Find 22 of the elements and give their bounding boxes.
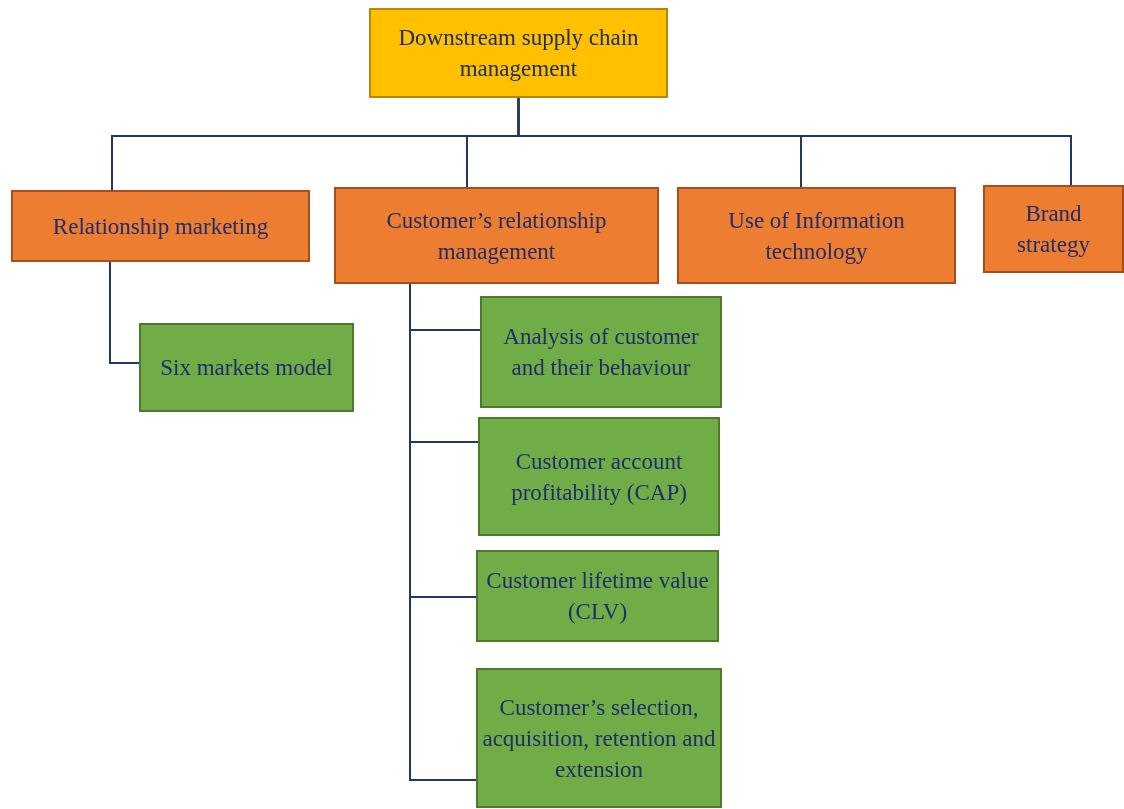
process-box bbox=[478, 417, 720, 536]
box-label: Use of Information technology bbox=[727, 206, 906, 266]
process-box bbox=[476, 668, 722, 808]
process-box bbox=[480, 296, 722, 408]
box-label: Analysis of customer and their behaviour bbox=[502, 323, 700, 382]
box-label: Brand strategy bbox=[1016, 200, 1091, 259]
connector-line bbox=[109, 261, 140, 364]
box-label: Customer’s relationship management bbox=[385, 206, 608, 266]
box-label: Relationship marketing bbox=[52, 212, 269, 241]
box-label: Customer’s selection, acquisition, retention and extension bbox=[482, 693, 716, 784]
box-label: Downstream supply chain management bbox=[397, 24, 640, 83]
box-label: Customer lifetime value (CLV) bbox=[485, 567, 710, 626]
connector-line bbox=[517, 97, 1072, 186]
box-label: Six markets model bbox=[160, 354, 333, 382]
process-box bbox=[11, 190, 310, 262]
process-box bbox=[677, 187, 956, 284]
process-box bbox=[369, 8, 668, 98]
process-box bbox=[139, 323, 354, 412]
process-box bbox=[476, 550, 719, 642]
process-box bbox=[334, 187, 659, 284]
process-box bbox=[983, 185, 1124, 273]
box-label: Customer account profitability (CAP) bbox=[510, 447, 688, 507]
